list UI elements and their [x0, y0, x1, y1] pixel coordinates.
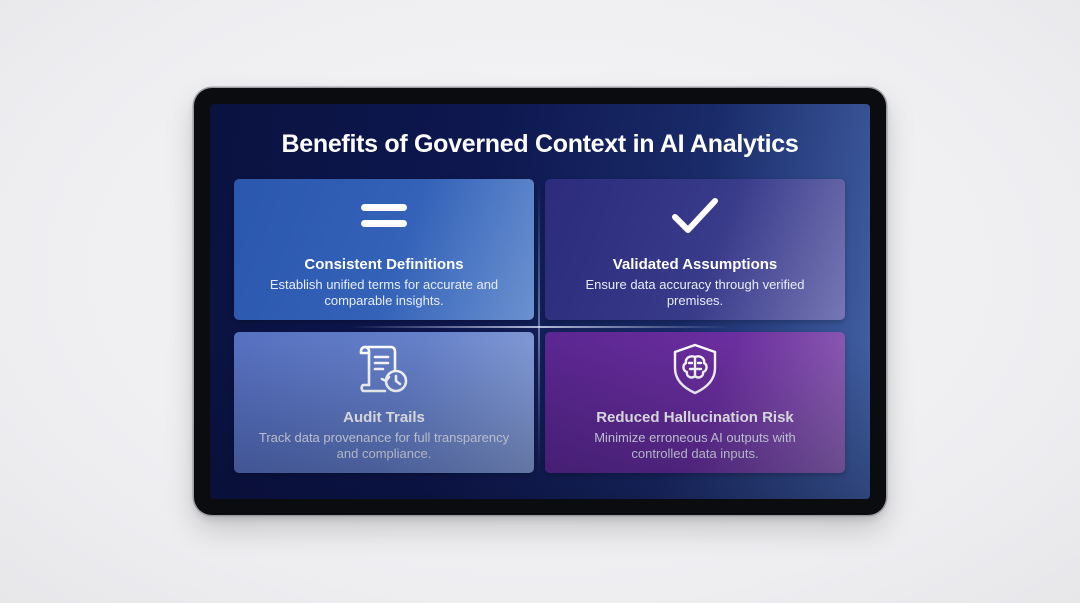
card-title: Consistent Definitions — [304, 256, 464, 273]
card-description: Establish unified terms for accurate and… — [269, 277, 499, 308]
card-title: Validated Assumptions — [612, 256, 778, 273]
card-description: Minimize erroneous AI outputs with contr… — [594, 430, 796, 461]
card-description: Track data provenance for full transpare… — [258, 430, 510, 461]
benefit-card-validated-assumptions: Validated Assumptions Ensure data accura… — [545, 179, 845, 320]
card-description: Ensure data accuracy through verified pr… — [585, 277, 805, 308]
horizontal-divider — [350, 326, 730, 328]
scroll-history-icon — [234, 345, 534, 393]
equals-icon — [234, 193, 534, 239]
benefit-card-reduced-hallucination-risk: Reduced Hallucination Risk Minimize erro… — [545, 332, 845, 473]
vertical-divider — [538, 184, 540, 474]
checkmark-icon — [545, 193, 845, 239]
tablet-screen: Benefits of Governed Context in AI Analy… — [210, 104, 870, 499]
page-title: Benefits of Governed Context in AI Analy… — [281, 130, 799, 158]
shield-brain-icon — [545, 343, 845, 395]
benefit-card-consistent-definitions: Consistent Definitions Establish unified… — [234, 179, 534, 320]
tablet-device: Benefits of Governed Context in AI Analy… — [194, 88, 886, 515]
card-title: Audit Trails — [343, 409, 425, 426]
benefit-card-audit-trails: Audit Trails Track data provenance for f… — [234, 332, 534, 473]
card-title: Reduced Hallucination Risk — [596, 409, 794, 426]
